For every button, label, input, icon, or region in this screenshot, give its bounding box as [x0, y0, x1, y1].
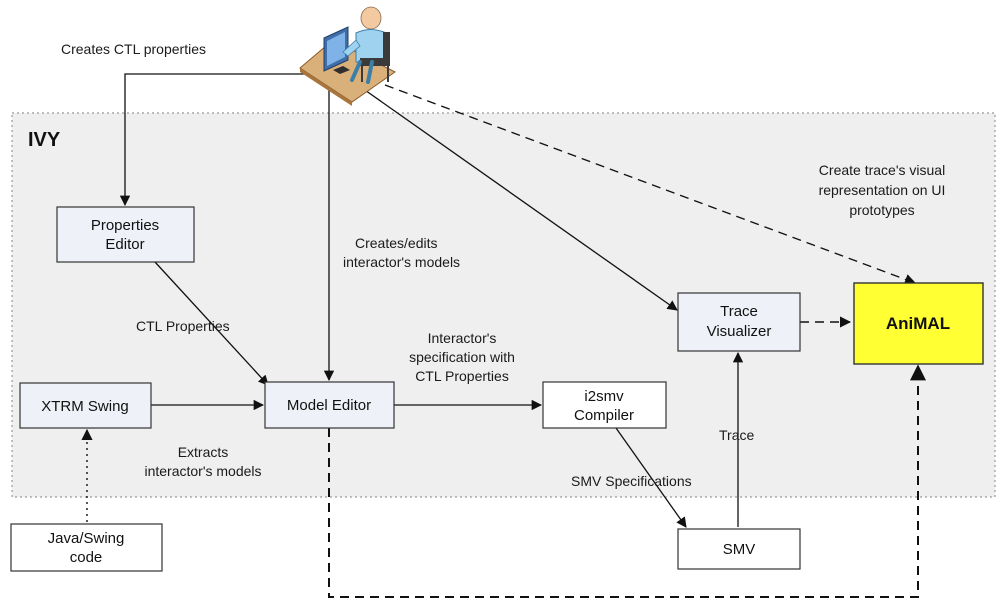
properties-editor-label-1: Properties — [91, 217, 159, 234]
label-extracts-1: Extracts — [178, 444, 229, 460]
label-extracts-2: interactor's models — [144, 463, 261, 479]
properties-editor-label-2: Editor — [105, 236, 144, 253]
ivy-container — [11, 112, 996, 498]
trace-visualizer-label-2: Visualizer — [707, 323, 772, 340]
smv-box[interactable] — [677, 528, 801, 570]
i2smv-label-2: Compiler — [574, 407, 634, 424]
model-editor-label: Model Editor — [287, 397, 371, 414]
trace-visualizer-label-1: Trace — [720, 303, 758, 320]
label-creates-edits-2: interactor's models — [343, 254, 460, 270]
model-editor-box[interactable] — [264, 381, 395, 429]
label-creates-edits-1: Creates/edits — [355, 235, 437, 251]
xtrm-swing-box[interactable] — [19, 382, 152, 429]
label-create-trace-visual-1: Create trace's visual — [819, 162, 945, 178]
label-creates-ctl: Creates CTL properties — [61, 41, 206, 57]
edge-user-trace-visualizer — [361, 87, 678, 311]
label-trace: Trace — [719, 427, 754, 443]
label-ctl-properties: CTL Properties — [136, 318, 230, 334]
label-create-trace-visual-3: prototypes — [849, 202, 914, 218]
ivy-label: IVY — [28, 129, 61, 151]
java-swing-code-label-2: code — [70, 549, 103, 566]
animal-box[interactable] — [853, 282, 984, 365]
smv-label: SMV — [723, 541, 756, 558]
label-create-trace-visual-2: representation on UI — [819, 182, 946, 198]
edge-model-editor-animal — [328, 364, 926, 598]
java-swing-code-label-1: Java/Swing — [48, 530, 125, 547]
user-at-computer-icon — [299, 6, 396, 106]
animal-label: AniMAL — [886, 314, 950, 333]
label-interactor-spec-2: specification with — [409, 349, 515, 365]
label-smv-specifications: SMV Specifications — [571, 473, 692, 489]
edge-user-animal — [384, 84, 917, 285]
trace-visualizer-box[interactable] — [677, 292, 801, 352]
i2smv-label-1: i2smv — [584, 388, 624, 405]
label-interactor-spec-3: CTL Properties — [415, 368, 509, 384]
properties-editor-box[interactable] — [56, 206, 195, 263]
i2smv-compiler-box[interactable] — [542, 381, 667, 429]
xtrm-swing-label: XTRM Swing — [41, 398, 129, 415]
edge-properties-model-editor — [154, 261, 269, 386]
edge-user-properties-editor — [119, 73, 305, 207]
java-swing-code-box[interactable] — [10, 523, 163, 572]
label-interactor-spec-1: Interactor's — [428, 330, 497, 346]
edge-i2smv-smv — [615, 427, 687, 528]
